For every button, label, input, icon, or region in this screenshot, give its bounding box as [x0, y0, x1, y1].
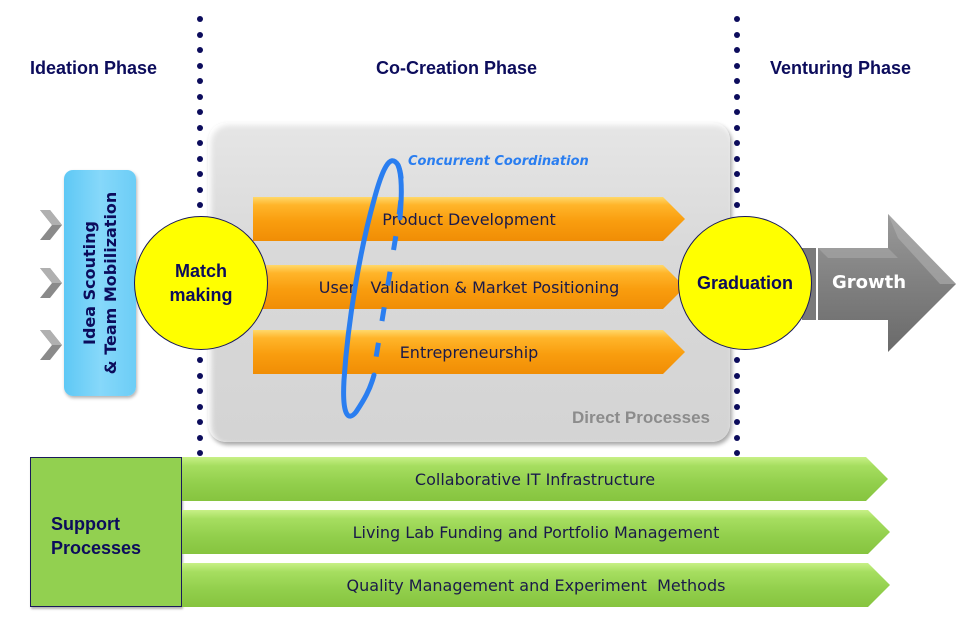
divider-dot	[734, 47, 740, 53]
divider-dot	[734, 403, 740, 410]
direct-process-label: Entrepreneurship	[399, 342, 539, 362]
support-process-label: Quality Management and Experiment Method…	[346, 575, 726, 595]
divider-dot	[734, 171, 740, 177]
divider-dot	[734, 93, 740, 100]
divider-dot	[197, 434, 203, 441]
support-processes-box: Support Processes	[30, 457, 182, 607]
divider-dot	[734, 357, 740, 363]
divider-dot	[197, 62, 203, 69]
divider-dot	[197, 450, 203, 456]
divider-dot	[197, 124, 203, 131]
direct-process-arrow: User Validation & Market Positioning	[253, 265, 685, 309]
divider-dot	[734, 388, 740, 394]
chevron-right-icon	[40, 268, 62, 298]
divider-dot	[197, 388, 203, 394]
divider-dot	[197, 403, 203, 410]
divider-dot	[734, 16, 740, 22]
divider-dot	[197, 31, 203, 38]
chevron-right-icon	[40, 210, 62, 240]
divider-dot	[197, 372, 203, 379]
divider-dot	[197, 109, 203, 115]
graduation-milestone: Graduation	[678, 216, 812, 350]
divider-dot	[734, 372, 740, 379]
divider-dot	[197, 140, 203, 146]
support-process-arrow: Collaborative IT Infrastructure	[182, 457, 888, 501]
divider-dot	[197, 47, 203, 53]
support-process-label: Collaborative IT Infrastructure	[414, 469, 656, 489]
divider-dot	[734, 31, 740, 38]
concurrent-coordination-label: Concurrent Coordination	[408, 154, 589, 169]
support-label-line2: Processes	[51, 538, 142, 558]
divider-dot	[197, 78, 203, 84]
support-process-arrow: Living Lab Funding and Portfolio Managem…	[182, 510, 890, 554]
matchmaking-label-line1: Match	[174, 261, 227, 281]
divider-dot	[197, 357, 203, 363]
concurrent-coordination-ring	[341, 158, 404, 419]
matchmaking-milestone: Match making	[134, 216, 268, 350]
direct-processes-label: Direct Processes	[572, 408, 710, 427]
divider-dot	[734, 62, 740, 69]
support-label-line1: Support	[51, 514, 120, 534]
venturing-phase-heading: Venturing Phase	[770, 58, 912, 78]
direct-process-label: User Validation & Market Positioning	[318, 277, 620, 297]
ideation-phase-heading: Ideation Phase	[30, 58, 158, 78]
idea-scouting-box: Idea Scouting & Team Mobilization	[64, 170, 136, 396]
divider-dot	[734, 186, 740, 193]
divider-dot	[734, 78, 740, 84]
idea-scouting-label: Idea Scouting & Team Mobilization	[80, 191, 120, 375]
growth-label: Growth	[832, 272, 907, 293]
divider-dot	[734, 109, 740, 115]
support-process-label: Living Lab Funding and Portfolio Managem…	[352, 522, 720, 542]
divider-dot	[197, 16, 203, 22]
divider-dot	[197, 419, 203, 425]
direct-process-label: Product Development	[382, 209, 556, 229]
divider-dot	[197, 93, 203, 100]
divider-dot	[734, 124, 740, 131]
support-process-arrow: Quality Management and Experiment Method…	[182, 563, 890, 607]
growth-arrow	[802, 214, 956, 352]
divider-dot	[197, 202, 203, 208]
divider-dot	[734, 155, 740, 162]
divider-dot	[734, 202, 740, 208]
divider-dot	[197, 171, 203, 177]
divider-dot	[197, 186, 203, 193]
graduation-label: Graduation	[696, 273, 793, 293]
chevron-right-icon	[40, 330, 62, 360]
divider-dot	[734, 450, 740, 456]
divider-dot	[734, 419, 740, 425]
cocreation-phase-heading: Co-Creation Phase	[376, 58, 538, 78]
matchmaking-label-line2: making	[169, 285, 233, 305]
divider-dot	[734, 140, 740, 146]
divider-dot	[197, 155, 203, 162]
divider-dot	[734, 434, 740, 441]
direct-process-arrow: Product Development	[253, 197, 685, 241]
direct-process-arrow: Entrepreneurship	[253, 330, 685, 374]
